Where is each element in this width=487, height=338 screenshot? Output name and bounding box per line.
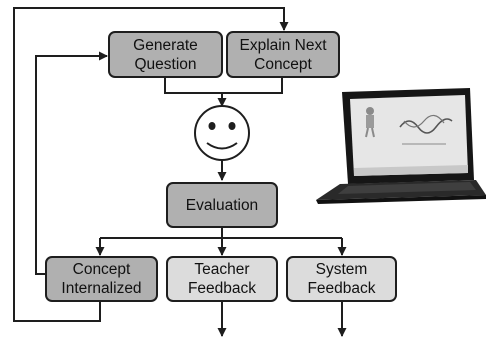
laptop-icon	[316, 88, 486, 204]
explain-next-concept-node: Explain Next Concept	[226, 31, 340, 78]
loop-to-generate-arrow	[35, 51, 108, 275]
system-feedback-label: System Feedback	[307, 261, 376, 297]
concept-internalized-label: Concept Internalized	[61, 261, 142, 297]
explain-next-concept-label: Explain Next Concept	[239, 36, 327, 73]
teacher-feedback-label: Teacher Feedback	[187, 261, 257, 297]
generate-question-label: Generate Question	[133, 36, 198, 73]
evaluation-node: Evaluation	[166, 182, 278, 228]
concept-internalized-node: Concept Internalized	[45, 256, 158, 302]
system-feedback-node: System Feedback	[286, 256, 397, 302]
smiley-face-icon	[194, 105, 250, 161]
teacher-feedback-node: Teacher Feedback	[166, 256, 278, 302]
generate-question-node: Generate Question	[108, 31, 223, 78]
evaluation-label: Evaluation	[185, 196, 259, 214]
loop-to-explain-arrow	[13, 7, 289, 322]
merge-line	[164, 77, 283, 94]
